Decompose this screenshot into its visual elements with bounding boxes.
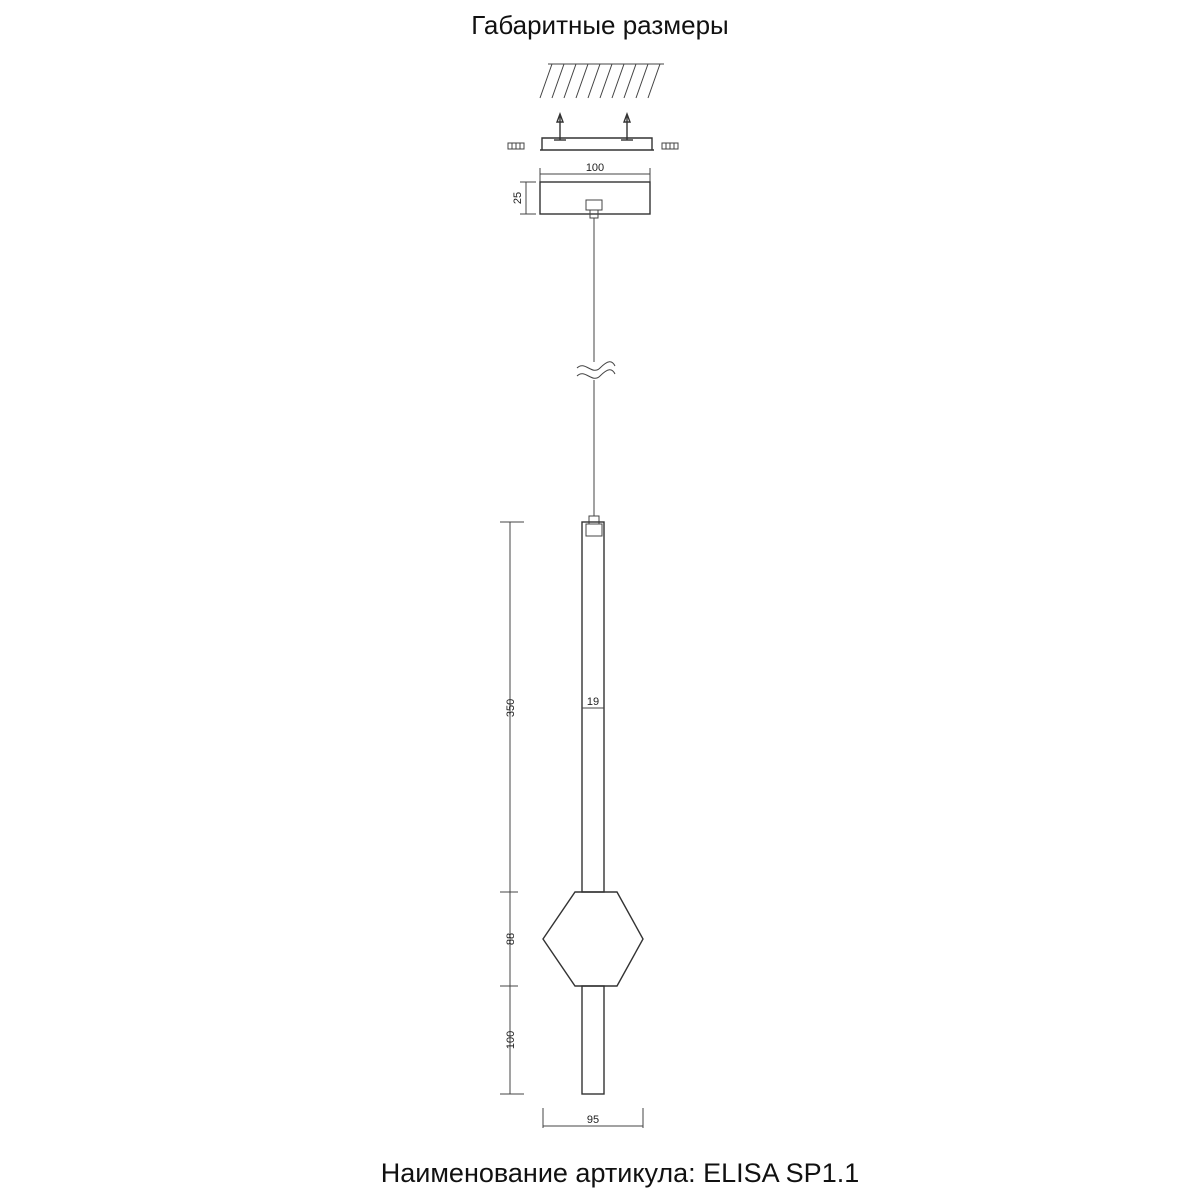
canopy-width-dimension bbox=[539, 168, 651, 182]
canopy bbox=[539, 181, 651, 215]
side-screw-left bbox=[507, 142, 525, 150]
canopy-height-label: 25 bbox=[512, 192, 524, 204]
canopy-clamp bbox=[585, 199, 603, 219]
shade-width-dimension bbox=[542, 1108, 644, 1128]
rod-diameter-label: 19 bbox=[587, 696, 599, 708]
cable-break-symbol bbox=[576, 361, 616, 379]
ceiling-hatch bbox=[539, 63, 664, 99]
article-name: Наименование артикула: ELISA SP1.1 bbox=[380, 1158, 860, 1188]
shade-width-label: 95 bbox=[587, 1114, 599, 1126]
rod-connector bbox=[585, 515, 603, 537]
vertical-dimensions bbox=[500, 521, 524, 1095]
side-screw-right bbox=[661, 142, 679, 150]
mounting-bracket bbox=[540, 112, 654, 151]
lower-rod-length-label: 100 bbox=[505, 1031, 517, 1049]
drawing-title: Габаритные размеры bbox=[471, 10, 729, 40]
canopy-height-dimension bbox=[520, 181, 536, 215]
rod-length-label: 350 bbox=[505, 699, 517, 717]
lower-rod bbox=[581, 985, 605, 1095]
hexagonal-shade bbox=[542, 891, 644, 987]
shade-height-label: 88 bbox=[505, 933, 517, 945]
canopy-width-label: 100 bbox=[586, 162, 604, 174]
